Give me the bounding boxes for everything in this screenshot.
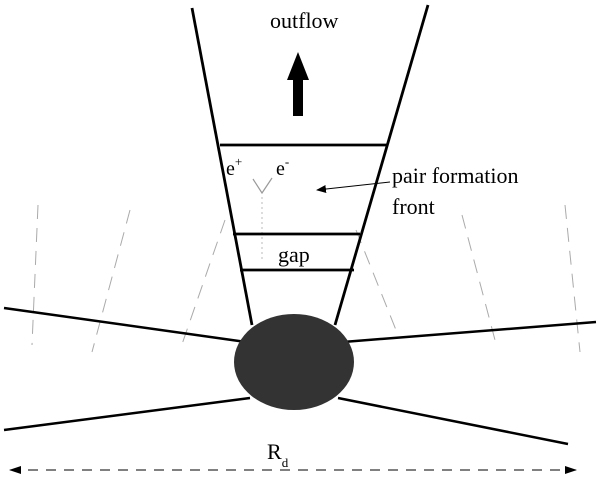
- pair-formation-label: pair formation: [392, 163, 518, 188]
- pair-formation-pointer-arrow: [316, 181, 391, 193]
- dashed-field-lines-left: [31, 204, 226, 353]
- disk-line-upper-left: [3, 306, 247, 344]
- e-minus-label: e-: [276, 154, 289, 180]
- outflow-label: outflow: [270, 8, 339, 33]
- disk-line-lower-right: [337, 396, 569, 446]
- outflow-arrow: [287, 52, 309, 116]
- pair-vee-icon: [252, 177, 273, 194]
- central-star: [234, 314, 354, 410]
- disk-line-lower-left: [3, 396, 251, 432]
- disk-line-upper-right: [342, 320, 597, 344]
- cone-wall-right: [333, 4, 430, 326]
- e-plus-label: e+: [226, 154, 242, 180]
- gap-label: gap: [278, 242, 310, 267]
- dashed-field-lines-right: [355, 204, 581, 353]
- front-label: front: [392, 194, 435, 219]
- cone-wall-left: [190, 7, 254, 326]
- radius-label: Rd: [267, 439, 289, 470]
